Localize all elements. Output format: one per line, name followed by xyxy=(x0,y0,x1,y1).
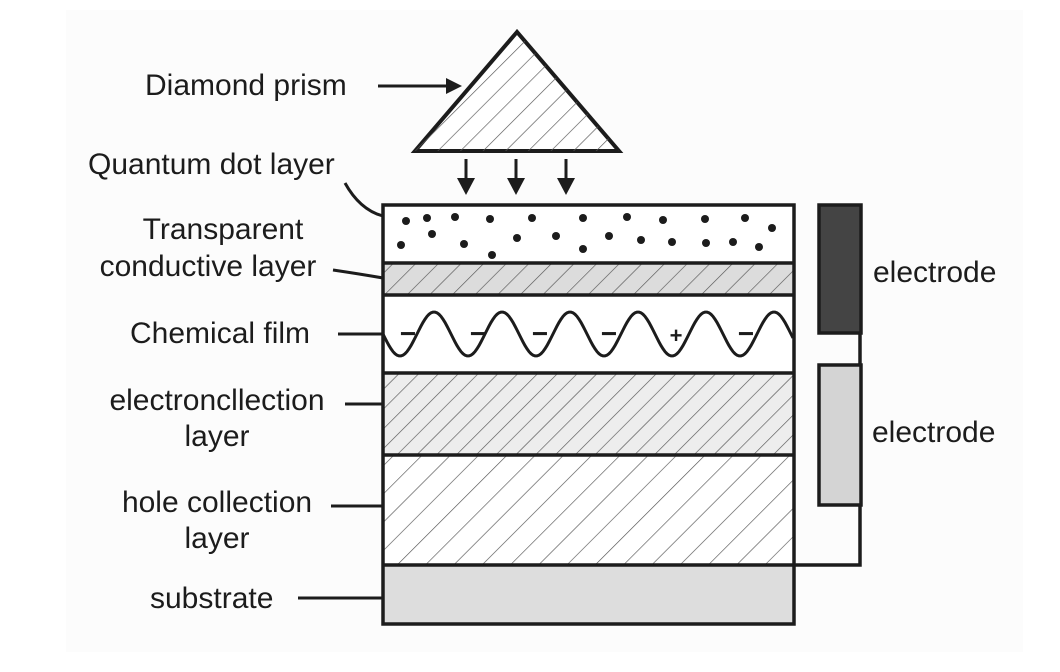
bottom-electrode-label: electrode xyxy=(872,416,995,449)
transparent-conductive-layer-label-line1: Transparent xyxy=(143,213,304,246)
quantum-dot xyxy=(755,243,763,251)
down-arrow-icon xyxy=(507,159,525,195)
diamond-prism xyxy=(410,28,624,153)
quantum-dot xyxy=(605,232,613,240)
quantum-dot-layer-leader xyxy=(343,182,384,218)
electrode-circuit xyxy=(794,203,863,567)
quantum-dot xyxy=(513,234,521,242)
quantum-dot-layer xyxy=(383,205,794,263)
quantum-dot xyxy=(741,214,749,222)
quantum-dots xyxy=(397,213,776,259)
quantum-dot xyxy=(402,217,410,225)
quantum-dot xyxy=(668,238,676,246)
negative-charge-icon: − xyxy=(601,318,617,349)
chemical-film: − − − − + − xyxy=(381,295,795,373)
transparent-conductive-layer xyxy=(383,263,794,295)
down-arrow-icon xyxy=(557,159,575,195)
quantum-dot xyxy=(460,240,468,248)
quantum-dot xyxy=(579,214,587,222)
quantum-dot-layer-label: Quantum dot layer xyxy=(88,148,335,181)
electron-collection-layer-label-line2: layer xyxy=(184,420,249,453)
quantum-dot xyxy=(659,216,667,224)
bottom-electrode xyxy=(817,363,863,507)
transparent-conductive-layer-label-line2: conductive layer xyxy=(100,250,317,283)
hole-collection-layer-label-line2: layer xyxy=(184,522,249,555)
hole-collection-layer xyxy=(383,455,794,565)
top-electrode xyxy=(817,203,863,335)
electron-collection-layer-label-line1: electroncllection xyxy=(109,384,324,417)
quantum-dot xyxy=(528,214,536,222)
quantum-dot xyxy=(488,251,496,259)
quantum-dot xyxy=(428,230,436,238)
negative-charge-icon: − xyxy=(400,318,416,349)
chemical-film-label: Chemical film xyxy=(130,317,310,350)
charge-symbols: − − − − + − xyxy=(400,318,754,349)
quantum-dot xyxy=(579,245,587,253)
quantum-dot xyxy=(451,213,459,221)
quantum-dot xyxy=(637,236,645,244)
transparent-conductive-layer-leader xyxy=(332,268,384,280)
negative-charge-icon: − xyxy=(738,318,754,349)
light-arrows xyxy=(457,159,575,195)
quantum-dot xyxy=(701,215,709,223)
quantum-dot xyxy=(397,241,405,249)
quantum-dot xyxy=(623,213,631,221)
chemical-film-wave xyxy=(381,310,795,358)
substrate-label: substrate xyxy=(150,582,273,615)
quantum-dot xyxy=(423,214,431,222)
electron-collection-layer xyxy=(383,373,794,455)
down-arrow-icon xyxy=(457,159,475,195)
top-electrode-label: electrode xyxy=(873,256,996,289)
quantum-dot xyxy=(486,215,494,223)
quantum-dot xyxy=(552,232,560,240)
substrate-layer xyxy=(383,565,794,624)
diamond-prism-pointer-arrow xyxy=(378,78,462,94)
quantum-dot xyxy=(702,239,710,247)
quantum-dot xyxy=(729,238,737,246)
positive-charge-icon: + xyxy=(670,323,683,348)
negative-charge-icon: − xyxy=(532,318,548,349)
layer-stack: − − − − + − xyxy=(381,203,796,626)
hole-collection-layer-label-line1: hole collection xyxy=(122,486,312,519)
quantum-dot xyxy=(768,224,776,232)
diamond-prism-label: Diamond prism xyxy=(145,69,347,102)
negative-charge-icon: − xyxy=(470,318,486,349)
